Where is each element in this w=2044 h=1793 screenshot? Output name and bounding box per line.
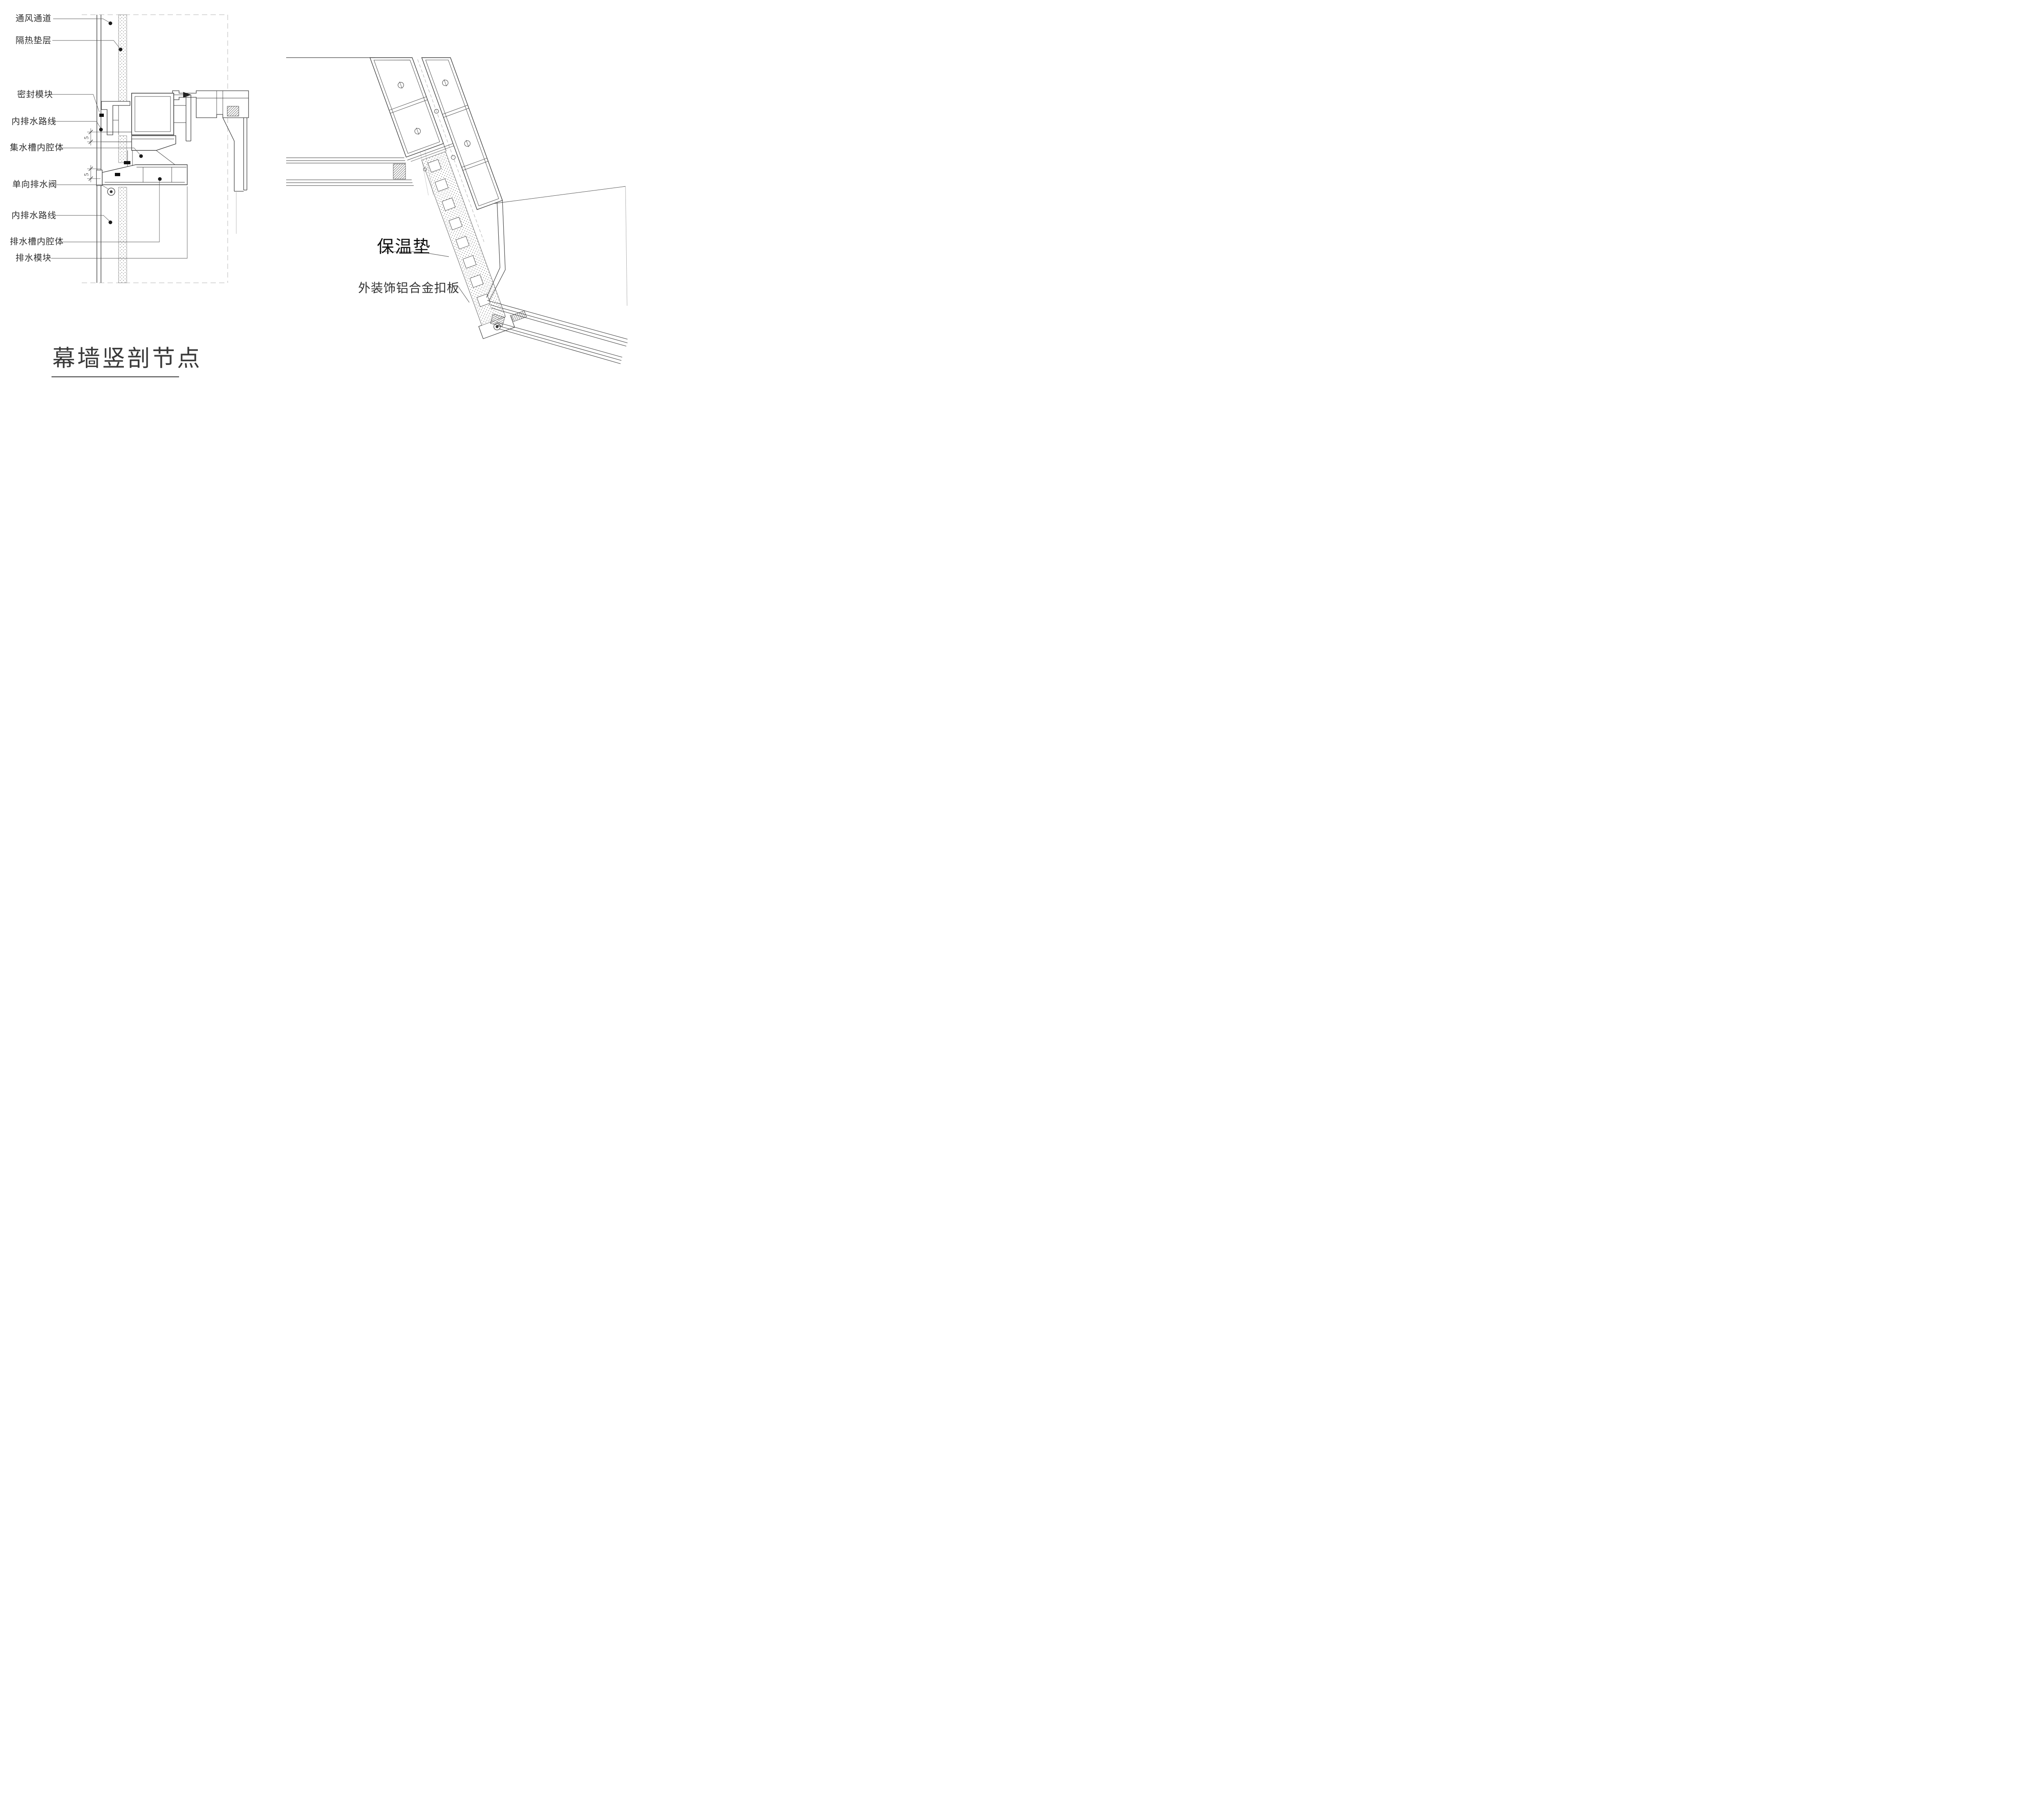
label-inner-drainage-route-upper: 内排水路线 (11, 116, 56, 126)
label-one-way-drain-valve: 单向排水阀 (12, 179, 57, 189)
tilted-mullion-assembly (370, 57, 527, 339)
right-leader-lines (379, 251, 470, 303)
label-drainage-channel-cavity: 排水槽内腔体 (10, 237, 64, 246)
label-exterior-aluminum-cover: 外装饰铝合金扣板 (358, 282, 459, 295)
direction-arrow-icon (183, 92, 191, 98)
left-bracket-profile (101, 101, 132, 142)
drawing-canvas: 5 5 (0, 0, 724, 448)
label-drainage-module: 排水模块 (16, 253, 52, 263)
right-glass-unit (487, 300, 628, 364)
glass-spacer-block (393, 163, 406, 179)
glazing-bead-member (174, 95, 191, 141)
hollow-chamber-profile (131, 93, 176, 151)
hatched-gasket-block (227, 106, 239, 116)
label-water-collection-cavity: 集水槽内腔体 (10, 143, 64, 152)
drainage-sill-profile (96, 150, 188, 186)
label-sealing-module: 密封模块 (17, 90, 53, 99)
sealing-gaskets (99, 114, 130, 176)
boundary-dashed-lines (82, 14, 228, 283)
insulation-strip (118, 14, 127, 283)
insulation-pad-band (421, 151, 506, 326)
section-drawing-svg: 5 5 (49, 14, 628, 377)
one-way-drain-valve-symbol (107, 188, 115, 196)
leader-lines (49, 18, 188, 259)
label-insulation-pad: 保温垫 (377, 238, 431, 257)
right-panel-cut-edges (493, 186, 628, 306)
left-glass-unit (286, 157, 414, 186)
left-section-view: 5 5 (49, 14, 249, 377)
right-section-view (286, 57, 628, 364)
dimension-marks (87, 128, 102, 182)
wall-panel-lines (96, 15, 101, 283)
label-inner-drainage-route-lower: 内排水路线 (11, 210, 56, 220)
drawing-title: 幕墙竖剖节点 (52, 346, 202, 372)
dimension-value-lower: 5 (83, 173, 90, 177)
lower-frame-edges (486, 200, 506, 302)
dimension-texts: 5 5 (83, 137, 90, 177)
label-thermal-insulation-layer: 隔热垫层 (16, 36, 52, 45)
label-ventilation-channel: 通风通道 (16, 13, 52, 23)
dimension-value-upper: 5 (83, 137, 90, 140)
window-frame-profile (172, 90, 249, 234)
glass-spacer-block (490, 313, 505, 327)
